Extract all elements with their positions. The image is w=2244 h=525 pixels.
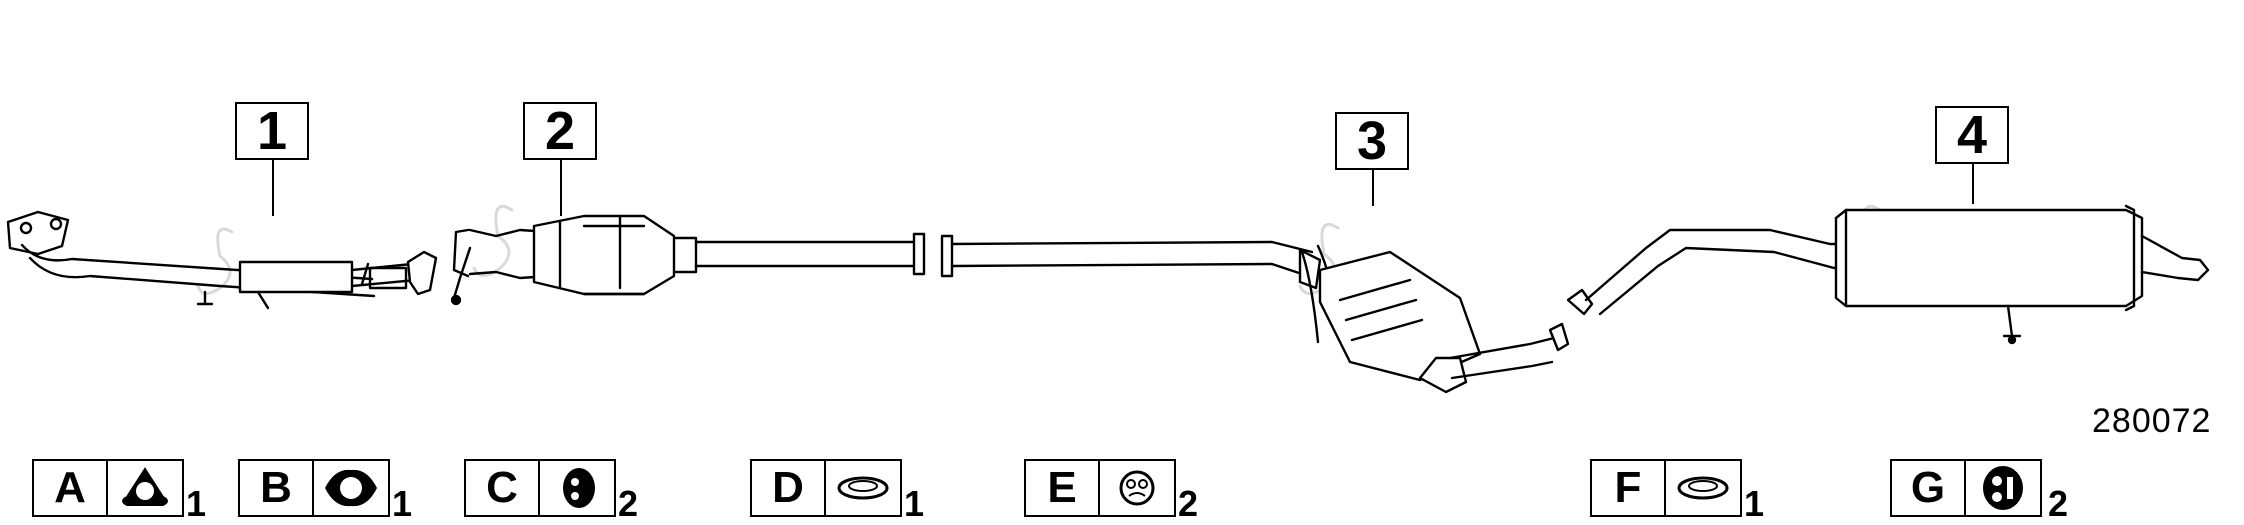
legend-letter: B [238,459,314,517]
rubber-mount-icon [1966,459,2042,517]
front-pipe-part [6,210,438,310]
two-bolt-flange-gasket-icon [314,459,390,517]
callout-4: 4 [1935,105,2009,165]
legend-qty: 1 [1744,483,1765,524]
legend-qty: 2 [2048,483,2069,524]
legend-qty: 2 [1178,483,1199,524]
rear-silencer-part [1566,204,2210,345]
rubber-hanger-icon [1100,459,1176,517]
callout-2: 2 [523,101,597,161]
three-bolt-flange-gasket-icon [108,459,184,517]
diagram-code: 280072 [2092,402,2212,440]
center-silencer-part [940,234,1570,394]
legend-letter: C [464,459,540,517]
legend-qty: 1 [904,483,925,524]
callout-4-leader [1972,164,1974,204]
legend-qty: 1 [186,483,207,524]
exhaust-system-diagram [6,204,2210,394]
ring-gasket-icon [1666,459,1742,517]
callout-3: 3 [1335,111,1409,171]
callout-2-leader [560,160,562,216]
legend-letter: E [1024,459,1100,517]
rubber-mount-icon [540,459,616,517]
legend-letter: F [1590,459,1666,517]
catalytic-converter-part [450,214,926,306]
ring-gasket-icon [826,459,902,517]
legend-letter: A [32,459,108,517]
legend-qty: 2 [618,483,639,524]
callout-1: 1 [235,101,309,161]
legend-letter: D [750,459,826,517]
callout-1-leader [272,160,274,216]
watermark [196,204,1882,295]
legend-letter: G [1890,459,1966,517]
legend-qty: 1 [392,483,413,524]
callout-3-leader [1372,170,1374,206]
